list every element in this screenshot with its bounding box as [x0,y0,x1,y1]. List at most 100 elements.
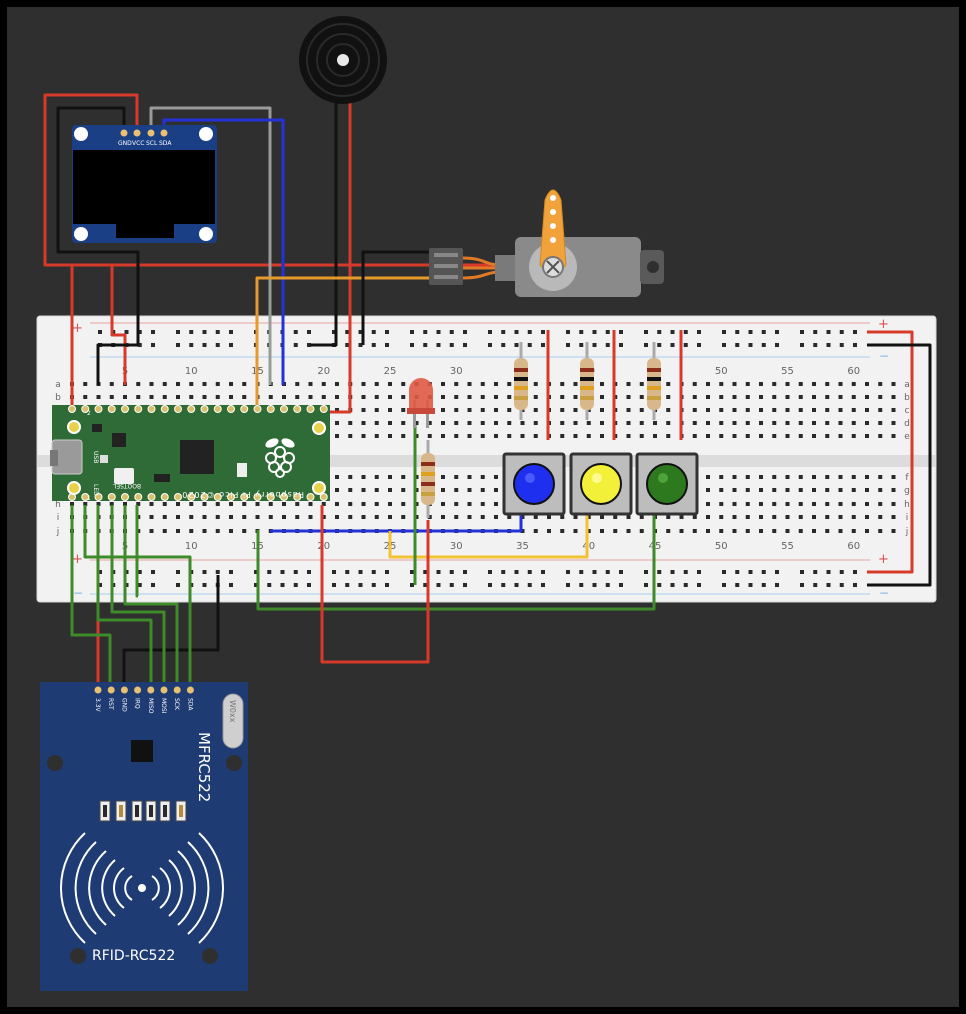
servo-motor[interactable] [429,189,664,297]
rfid-pin[interactable] [120,686,128,694]
wire-oled-gnd-black[interactable] [56,106,140,345]
pico-pin[interactable] [200,493,209,501]
rfid-pin[interactable] [160,686,168,694]
resistor-button-2[interactable] [580,342,594,420]
rail-hole [566,583,570,587]
pico-pin[interactable] [319,493,328,501]
pico-pin[interactable] [134,405,143,413]
pico-pin[interactable] [266,405,275,413]
breadboard-hole [573,382,578,386]
pico-pin[interactable] [174,405,182,413]
pico-pin[interactable] [187,405,196,413]
rail-hole [735,330,740,334]
breadboard-hole [361,421,366,425]
wire-rail-right-red[interactable] [867,330,914,574]
pico-pin[interactable] [160,405,169,413]
red-led[interactable] [407,378,435,428]
pico-pin[interactable] [227,493,235,501]
pico-pin[interactable] [240,405,249,413]
oled-pin-sda[interactable] [160,129,168,137]
wire-button-yellow-yellow[interactable] [388,515,589,559]
wire-rfid-rst-green[interactable] [70,505,112,692]
pico-pin[interactable] [134,493,143,501]
breadboard-hole [639,395,644,399]
oled-display[interactable]: GND VCC SCL SDA [72,125,217,243]
pico-bootsel-button[interactable] [114,468,134,484]
pico-pin[interactable] [253,493,262,501]
pico-pin[interactable] [81,405,90,413]
breadboard-hole [176,515,180,519]
breadboard-hole [533,408,538,412]
resistor-button-3[interactable] [647,342,661,420]
pico-pin[interactable] [280,405,288,413]
pico-pin[interactable] [187,493,196,501]
pico-pin[interactable] [121,493,129,501]
pico-board-label: Raspberry Pi Pico ©2020 [181,490,304,499]
pico-pin[interactable] [94,405,103,413]
breadboard-hole [719,529,724,533]
pico-pin[interactable] [147,405,156,413]
pico-pin[interactable] [107,405,116,413]
wire-oled-vcc-red[interactable] [43,93,495,267]
wire-oled-scl-gray[interactable] [149,106,272,385]
breadboard-hole [454,488,459,492]
pico-pin[interactable] [160,493,169,501]
pico-pin[interactable] [200,405,209,413]
pico-pin[interactable] [121,405,129,413]
wire-servo-orange[interactable] [255,276,430,410]
breadboard-hole [706,395,710,399]
wire-rfid-gnd-black[interactable] [122,575,220,692]
wire-servo-black[interactable] [361,250,430,345]
pico-pin[interactable] [94,493,103,501]
wire-rfid-extra-green[interactable] [135,505,139,598]
wire-button-green-green[interactable] [256,515,656,611]
pico-pin[interactable] [293,405,302,413]
pico-pin[interactable] [293,493,302,501]
wire-red-rail-2[interactable] [110,265,127,385]
breadboard-hole [560,529,565,533]
push-button-blue[interactable] [502,452,566,516]
raspberry-pi-pico[interactable]: BOOTSEL USB LED 1 2 Raspberry Pi Pico ©2… [50,405,330,502]
pico-pin[interactable] [306,493,315,501]
breadboard-hole [772,475,777,479]
resistor-button-1[interactable] [514,342,528,420]
pico-pin[interactable] [253,405,262,413]
pico-pin[interactable] [147,493,156,501]
wire-rail-right-black[interactable] [867,343,932,587]
wire-led-red[interactable] [320,505,430,664]
pico-pin[interactable] [107,493,116,501]
pico-pin[interactable] [240,493,249,501]
rfid-pin[interactable] [107,686,115,694]
push-button-green[interactable] [635,452,699,516]
pico-pin[interactable] [174,493,182,501]
resistor-led[interactable] [421,440,435,518]
rfid-pin[interactable] [94,686,102,694]
rfid-pin[interactable] [173,686,181,694]
pico-pin[interactable] [81,493,90,501]
wire-button-blue-blue[interactable] [270,515,523,533]
rfid-pin[interactable] [147,686,155,694]
pico-pin[interactable] [280,493,288,501]
buzzer[interactable] [299,16,387,104]
rfid-pin[interactable] [134,686,142,694]
wire-buzzer-black[interactable] [310,100,338,347]
rfid-pin[interactable] [186,686,194,694]
oled-pin-vcc[interactable] [133,129,141,137]
breadboard-hole [388,395,392,399]
push-button-yellow[interactable] [569,452,633,516]
breadboard-hole [825,434,830,438]
pico-pin[interactable] [306,405,315,413]
pico-pin[interactable] [213,493,222,501]
pico-pin[interactable] [319,405,328,413]
pico-pin[interactable] [227,405,235,413]
wire-buzzer-red[interactable] [325,100,352,414]
oled-pin-scl[interactable] [147,129,155,137]
wire-rfid-sck-green[interactable] [123,505,179,692]
wire-rfid-miso-green[interactable] [96,505,153,692]
wire-black-rail[interactable] [96,343,138,385]
pico-pin[interactable] [68,405,76,413]
oled-pin-gnd[interactable] [120,129,128,137]
pico-pin[interactable] [266,493,275,501]
pico-pin[interactable] [213,405,222,413]
